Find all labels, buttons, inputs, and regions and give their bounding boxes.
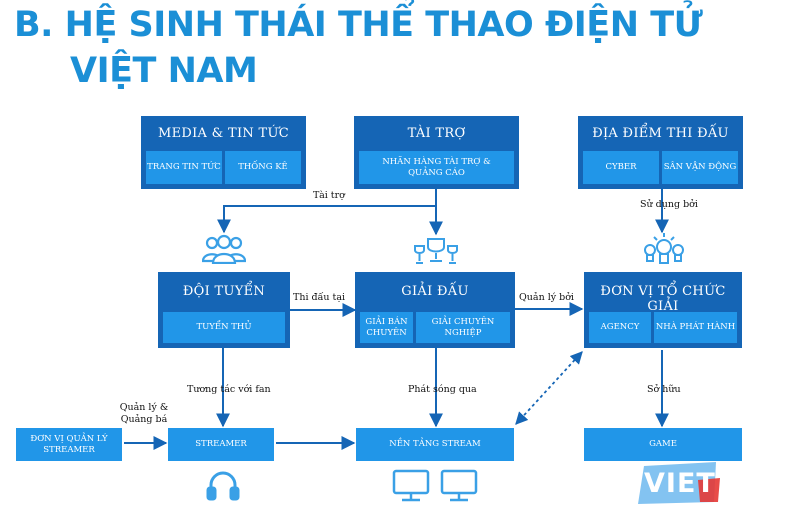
media-header: MEDIA & TIN TỨC xyxy=(158,126,289,141)
label-sponsor: Tài trợ xyxy=(313,190,345,201)
sponsor-header: TÀI TRỢ xyxy=(407,126,466,141)
headphones-icon xyxy=(206,471,240,501)
monitors-icon xyxy=(392,469,478,502)
organizer-header: ĐƠN VỊ TỔ CHỨC GIẢI xyxy=(600,284,726,314)
arrow-platform-organizer-dashed xyxy=(515,351,583,425)
title-line-2: VIỆT NAM xyxy=(70,51,258,91)
team-header: ĐỘI TUYỂN xyxy=(182,284,266,299)
team-people-icon xyxy=(202,234,246,264)
venue-box: ĐỊA ĐIỂM THI ĐẤU CYBER SÂN VẬN ĐỘNG xyxy=(578,116,743,189)
arrow-sponsor-to-team xyxy=(217,205,436,234)
tournament-header: GIẢI ĐẤU xyxy=(401,284,469,299)
organizer-item-agency: AGENCY xyxy=(589,312,651,343)
organizer-box: ĐƠN VỊ TỔ CHỨC GIẢI AGENCY NHÀ PHÁT HÀNH xyxy=(584,272,742,348)
streamer-box: STREAMER xyxy=(168,428,274,461)
trophy-icon xyxy=(414,238,458,264)
organizer-item-publisher: NHÀ PHÁT HÀNH xyxy=(654,312,737,343)
media-item-stats: THỐNG KÊ xyxy=(225,151,301,184)
title-line-1: B. HỆ SINH THÁI THỂ THAO ĐIỆN TỬ xyxy=(14,5,703,45)
platform-box: NỀN TẢNG STREAM xyxy=(356,428,514,461)
label-interact-fans: Tương tác với fan xyxy=(187,384,271,395)
label-compete-at: Thi đấu tại xyxy=(293,292,346,303)
label-broadcast: Phát sóng qua xyxy=(408,384,477,395)
viet-watermark-logo: VIET xyxy=(638,462,720,504)
label-used-by: Sử dụng bởi xyxy=(640,199,698,210)
watermark-text: VIET xyxy=(644,468,716,499)
venue-header: ĐỊA ĐIỂM THI ĐẤU xyxy=(592,126,729,141)
label-managed-by: Quản lý bởi xyxy=(519,292,574,303)
game-box: GAME xyxy=(584,428,742,461)
venue-item-stadium: SÂN VẬN ĐỘNG xyxy=(662,151,738,184)
tournament-box: GIẢI ĐẤU GIẢI BÁN CHUYÊN GIẢI CHUYÊN NGH… xyxy=(355,272,515,348)
media-box: MEDIA & TIN TỨC TRANG TIN TỨC THỐNG KÊ xyxy=(141,116,306,189)
team-box: ĐỘI TUYỂN TUYỂN THỦ xyxy=(158,272,290,348)
sponsor-box: TÀI TRỢ NHÃN HÀNG TÀI TRỢ & QUẢNG CÁO xyxy=(354,116,519,189)
page-title: B. HỆ SINH THÁI THỂ THAO ĐIỆN TỬ VIỆT NA… xyxy=(14,2,714,94)
tournament-item-semipro: GIẢI BÁN CHUYÊN xyxy=(360,312,413,343)
tournament-item-pro: GIẢI CHUYÊN NGHIỆP xyxy=(416,312,510,343)
label-owned-by: Sở hữu xyxy=(647,384,681,395)
lightbulbs-icon xyxy=(644,233,684,264)
venue-item-cyber: CYBER xyxy=(583,151,659,184)
media-item-news: TRANG TIN TỨC xyxy=(146,151,222,184)
sponsor-item-brands: NHÃN HÀNG TÀI TRỢ & QUẢNG CÁO xyxy=(359,151,514,184)
label-manage-promote: Quản lý & Quảng bá xyxy=(119,402,169,425)
streamer-mgmt-box: ĐƠN VỊ QUẢN LÝ STREAMER xyxy=(16,428,122,461)
team-item-players: TUYỂN THỦ xyxy=(163,312,285,343)
